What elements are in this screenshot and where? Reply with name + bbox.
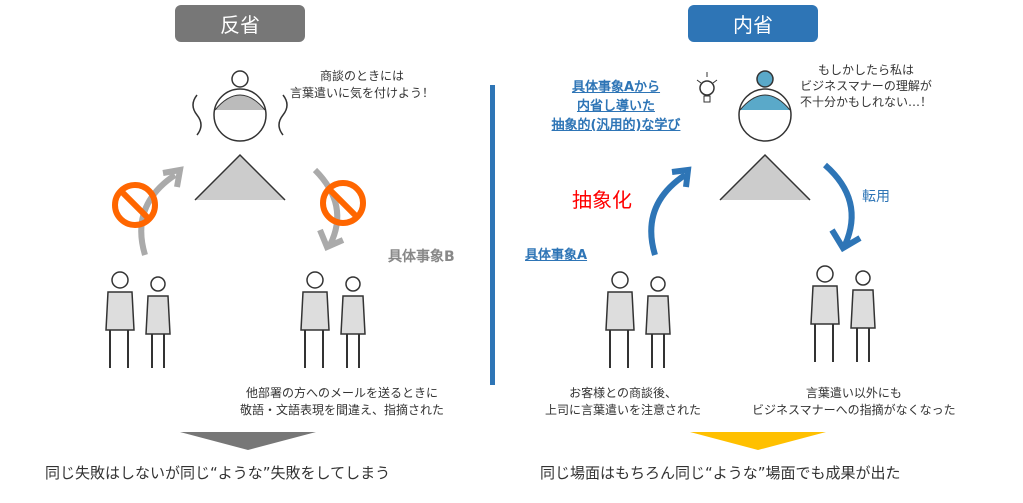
caption-line: 言葉遣い以外にも <box>805 386 902 400</box>
event-b-label: 具体事象B <box>388 249 455 265</box>
header-hansei: 反省 <box>175 5 305 42</box>
people-pair-icon <box>105 271 171 369</box>
caption-line: ビジネスマナーへの指摘がなくなった <box>752 403 956 417</box>
woman-insight-icon <box>719 70 811 201</box>
divider <box>490 85 495 385</box>
people-pair-icon <box>300 271 366 369</box>
cycle-arrows <box>648 162 862 256</box>
caption-event-a: お客様との商談後、上司に言葉遣いを注意された <box>545 385 701 419</box>
caption-line: お客様との商談後、 <box>569 386 677 400</box>
learning-label: 具体事象Aから内省し導いた抽象的(汎用的)な学び <box>527 78 705 135</box>
lightbulb-icon <box>696 72 718 103</box>
blocked-arrows <box>112 166 366 256</box>
caption-line: 他部署の方へのメールを送るときに <box>246 386 439 400</box>
people-pair-icon <box>605 271 671 369</box>
caption-result: 言葉遣い以外にもビジネスマナーへの指摘がなくなった <box>752 385 956 419</box>
thought-line: 商談のときには <box>320 69 405 83</box>
prohibited-icon <box>112 182 158 228</box>
handshake-pair-icon <box>810 265 876 363</box>
thought-line: もしかしたら私は <box>818 63 915 77</box>
learning-line: 抽象的(汎用的)な学び <box>551 118 681 133</box>
header-naisei: 内省 <box>688 5 818 42</box>
apply-label: 転用 <box>862 189 890 205</box>
caption-left: 他部署の方へのメールを送るときに敬語・文語表現を間違え、指摘された <box>240 385 444 419</box>
caption-line: 上司に言葉遣いを注意された <box>545 403 702 417</box>
thought-left: 商談のときには言葉遣いに気を付けよう！ <box>290 68 434 102</box>
conclusion-left: 同じ失敗はしないが同じ“ような”失敗をしてしまう <box>45 464 391 482</box>
down-triangle-gray <box>180 432 316 450</box>
conclusion-right: 同じ場面はもちろん同じ“ような”場面でも成果が出た <box>540 464 901 482</box>
caption-line: 敬語・文語表現を間違え、指摘された <box>240 403 445 417</box>
learning-line: 具体事象Aから <box>571 80 661 95</box>
down-triangle-yellow <box>690 432 826 450</box>
thought-right: もしかしたら私はビジネスマナーの理解が不十分かもしれない…！ <box>800 62 932 110</box>
event-a-label: 具体事象A <box>525 248 588 263</box>
learning-line: 内省し導いた <box>576 99 655 114</box>
thought-line: ビジネスマナーの理解が <box>800 79 932 93</box>
abstraction-label: 抽象化 <box>572 188 632 212</box>
thought-line: 言葉遣いに気を付けよう！ <box>290 86 435 100</box>
prohibited-icon <box>320 180 366 226</box>
thought-line: 不十分かもしれない…！ <box>800 95 933 109</box>
woman-worried-icon <box>192 70 288 201</box>
